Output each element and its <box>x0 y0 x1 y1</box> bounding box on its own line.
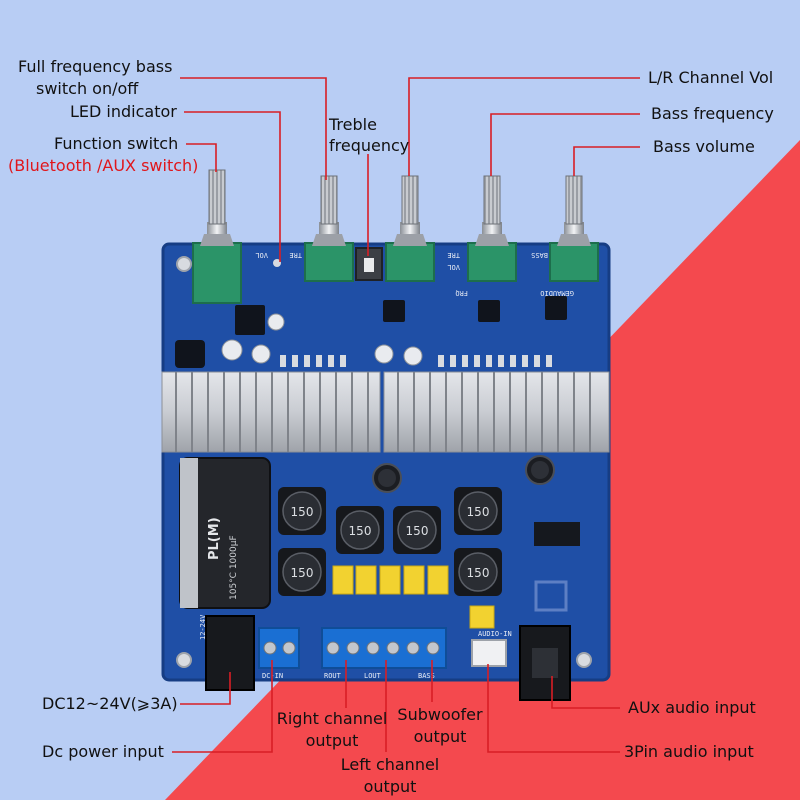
film-capacitors <box>332 565 495 629</box>
terminal-block-dc <box>258 627 300 669</box>
label-full-frequency-bass-line2: switch on/off <box>36 79 139 98</box>
electrolytic-capacitors <box>372 455 555 493</box>
label-full-frequency-bass-line1: Full frequency bass <box>18 57 173 76</box>
inductor-label: 150 <box>467 566 490 580</box>
heatsink-right <box>383 371 610 453</box>
heatsink-left <box>161 371 381 453</box>
resistor-row <box>280 355 552 367</box>
silk-frq: FRQ <box>455 289 468 297</box>
label-aux-audio-input: AUx audio input <box>628 698 756 717</box>
label-subwoofer-line2: output <box>413 727 467 746</box>
terminal-block-outputs <box>321 627 447 669</box>
inductor-label: 150 <box>406 524 429 538</box>
knob-bass-volume <box>557 175 591 246</box>
inductors: 150 150 150 150 150 <box>278 487 502 596</box>
small-capacitors <box>221 313 423 366</box>
treble-frequency-switch <box>355 247 383 281</box>
inductor-label: 150 <box>349 524 372 538</box>
amplifier-board: PL(M) 105°C 1000μF 150 150 <box>161 242 611 701</box>
led <box>273 259 281 267</box>
label-bluetooth-aux-switch: (Bluetooth /AUX switch) <box>8 156 199 175</box>
silk-tre-mid: TRE <box>447 251 460 259</box>
label-lr-channel-vol: L/R Channel Vol <box>648 68 774 87</box>
inductor-label: 150 <box>291 505 314 519</box>
silk-lout: LOUT <box>364 672 382 680</box>
knob-function-switch <box>200 169 234 246</box>
label-left-channel-line1: Left channel <box>340 755 440 774</box>
knob-lr-channel-vol <box>393 175 427 246</box>
inductor-label: 150 <box>467 505 490 519</box>
bluetooth-module <box>534 522 580 612</box>
label-bass-frequency: Bass frequency <box>651 104 774 123</box>
inductor: 150 <box>454 548 502 596</box>
silk-tre-top: TRE <box>289 251 302 259</box>
knobs <box>200 169 591 246</box>
label-subwoofer-line1: Subwoofer <box>397 705 483 724</box>
knob-bass-frequency <box>475 175 509 246</box>
label-dc-power-input: Dc power input <box>42 742 164 761</box>
label-dc-voltage: DC12~24V(⩾3A) <box>42 694 178 713</box>
inductor: 150 <box>336 506 384 554</box>
label-right-channel-line1: Right channel <box>276 709 388 728</box>
silk-audio-in: AUDIO-IN <box>478 630 512 638</box>
smd-components <box>175 296 567 368</box>
knob-treble-frequency <box>312 175 346 246</box>
potentiometer-bodies <box>192 242 599 304</box>
leader-lines <box>172 77 640 753</box>
inductor-label: 150 <box>291 566 314 580</box>
label-left-channel-line2: output <box>363 777 417 796</box>
inductor: 150 <box>393 506 441 554</box>
capacitor-brand: PL(M) <box>207 517 222 560</box>
silk-brand: GEMAUDIO <box>540 289 574 297</box>
silk-vol-mid: VOL <box>447 263 460 271</box>
label-function-switch: Function switch <box>54 134 179 153</box>
silk-bass-top: BASS <box>531 251 548 259</box>
label-3pin-audio-input: 3Pin audio input <box>624 742 754 761</box>
bulk-capacitor: PL(M) 105°C 1000μF <box>179 457 271 609</box>
inductor: 150 <box>278 548 326 596</box>
three-pin-connector <box>471 639 507 667</box>
label-led-indicator: LED indicator <box>70 102 177 121</box>
label-treble-line1: Treble <box>329 115 377 134</box>
capacitor-spec: 105°C 1000μF <box>229 535 239 600</box>
silk-dc-voltage: 12-24V <box>199 614 207 640</box>
label-bass-volume: Bass volume <box>653 137 755 156</box>
silk-vol-top: VOL <box>255 251 268 259</box>
label-right-channel-line2: output <box>305 731 359 750</box>
label-treble-line2: frequency <box>329 136 410 155</box>
silk-rout: ROUT <box>324 672 342 680</box>
inductor: 150 <box>278 487 326 535</box>
silk-bass: BASS <box>418 672 435 680</box>
aux-jack <box>519 625 571 701</box>
inductor: 150 <box>454 487 502 535</box>
